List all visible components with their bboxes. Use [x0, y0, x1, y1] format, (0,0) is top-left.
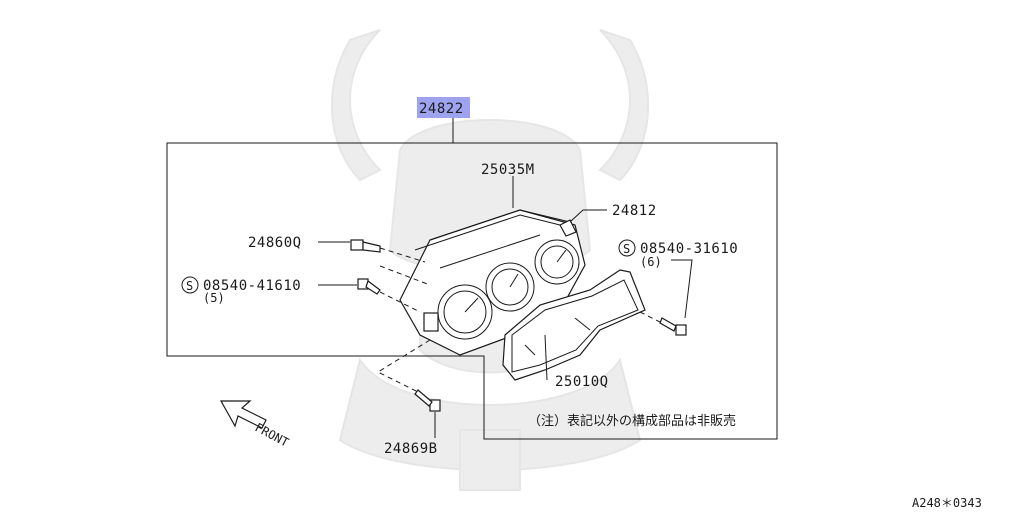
- bolt-upper-left-drawing: [350, 239, 381, 253]
- label-bolt-bottom[interactable]: 24869B: [384, 441, 438, 457]
- qty-screw-left: (5): [203, 291, 225, 305]
- qty-screw-right: (6): [640, 255, 662, 269]
- standard-mark-left: S: [186, 279, 193, 293]
- label-bolt-upper-left[interactable]: 24860Q: [248, 235, 302, 251]
- label-screw-right[interactable]: 08540-31610: [640, 241, 738, 257]
- assembly-frame: [166, 142, 778, 440]
- samurai-helmet-watermark: [330, 29, 650, 491]
- label-cover-glass[interactable]: 25010Q: [555, 374, 609, 390]
- standard-part-icon: [181, 276, 199, 294]
- bolt-bottom-drawing: [414, 389, 441, 412]
- cover-glass-drawing: [502, 269, 646, 381]
- standard-mark-right: S: [623, 242, 630, 256]
- front-arrow-icon: [219, 400, 267, 429]
- front-label: FRONT: [253, 420, 291, 449]
- header-part-highlight: [417, 97, 470, 118]
- diagram-code: A248＊0343: [912, 496, 982, 510]
- label-screw-left[interactable]: 08540-41610: [203, 278, 301, 294]
- standard-part-icon: [618, 239, 636, 257]
- screw-left-drawing: [357, 278, 381, 295]
- screw-right-drawing: [659, 317, 687, 336]
- note-text: （注）表記以外の構成部品は非販売: [528, 413, 736, 429]
- header-part-number[interactable]: 24822: [419, 101, 464, 117]
- label-lens-right[interactable]: 24812: [612, 203, 657, 219]
- label-gauge-housing[interactable]: 25035M: [481, 162, 535, 178]
